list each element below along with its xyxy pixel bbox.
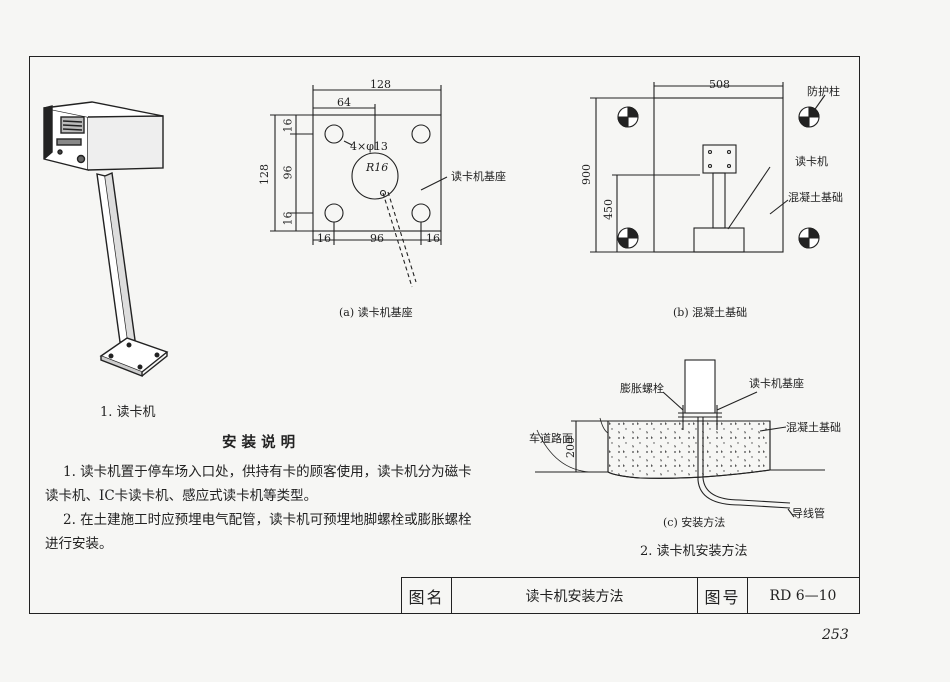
reader-label-b: 读卡机 [795, 155, 828, 168]
dim-b-top: 508 [709, 78, 730, 91]
drawing-name-label: 图名 [402, 578, 452, 614]
base-label-c: 读卡机基座 [749, 377, 804, 390]
dim-b-900: 900 [580, 164, 593, 185]
dim-a-v1: 16 [281, 118, 295, 133]
diagram-c-installation [535, 359, 825, 518]
protective-post-icons [617, 106, 820, 249]
card-reader-illustration [43, 101, 169, 378]
radius-label: R16 [366, 161, 389, 174]
figure1-caption: 1. 读卡机 [100, 405, 156, 420]
notes-paragraph-2: 2. 在土建施工时应预埋电气配管，读卡机可预埋地脚螺栓或膨胀螺栓 进行安装。 [45, 508, 515, 556]
notes-heading: 安 装 说 明 [222, 434, 296, 451]
dim-b-450: 450 [602, 199, 615, 220]
caption-b: (b) 混凝土基础 [673, 306, 748, 319]
diagram-a-base-plate [270, 85, 448, 288]
drawing-frame [29, 56, 860, 614]
drawing-number-value: RD 6—10 [769, 588, 837, 604]
notes-p2-line1: 2. 在土建施工时应预埋电气配管，读卡机可预埋地脚螺栓或膨胀螺栓 [63, 512, 472, 528]
conduit-label: 导线管 [792, 507, 825, 520]
road-label: 车道路面 [529, 432, 573, 445]
dim-a-b1: 16 [317, 232, 331, 245]
concrete-label-c: 混凝土基础 [786, 421, 841, 434]
notes-paragraph-1: 1. 读卡机置于停车场入口处，供持有卡的顾客使用，读卡机分为磁卡 读卡机、IC卡… [45, 460, 515, 508]
dim-c-200: 200 [564, 437, 577, 458]
notes-p1-line2: 读卡机、IC卡读卡机、感应式读卡机等类型。 [45, 488, 318, 504]
drawing-number-label: 图号 [698, 578, 748, 614]
dim-a-b2: 96 [370, 232, 384, 245]
title-block: 图名 读卡机安装方法 图号 RD 6—10 [401, 577, 860, 614]
dim-a-half: 64 [337, 96, 351, 109]
drawing-name-value: 读卡机安装方法 [452, 578, 698, 614]
post-label: 防护柱 [807, 85, 840, 98]
dim-a-left: 128 [258, 164, 271, 185]
caption-a: (a) 读卡机基座 [339, 306, 413, 319]
dim-a-v3: 16 [281, 211, 295, 226]
notes-p1-line1: 1. 读卡机置于停车场入口处，供持有卡的顾客使用，读卡机分为磁卡 [63, 464, 472, 480]
hole-label: 4×φ13 [350, 140, 388, 153]
dim-a-top: 128 [370, 78, 391, 91]
concrete-label-b: 混凝土基础 [788, 191, 843, 204]
diagram-b-concrete-foundation [590, 82, 826, 253]
notes-p2-line2: 进行安装。 [45, 536, 113, 552]
dim-a-b3: 16 [426, 232, 440, 245]
figure2-caption: 2. 读卡机安装方法 [640, 544, 748, 559]
base-label-a: 读卡机基座 [451, 170, 506, 183]
caption-c: (c) 安装方法 [663, 516, 726, 529]
page-number: 253 [822, 627, 849, 643]
bolt-label: 膨胀螺栓 [620, 382, 664, 395]
dim-a-v2: 96 [281, 165, 295, 180]
